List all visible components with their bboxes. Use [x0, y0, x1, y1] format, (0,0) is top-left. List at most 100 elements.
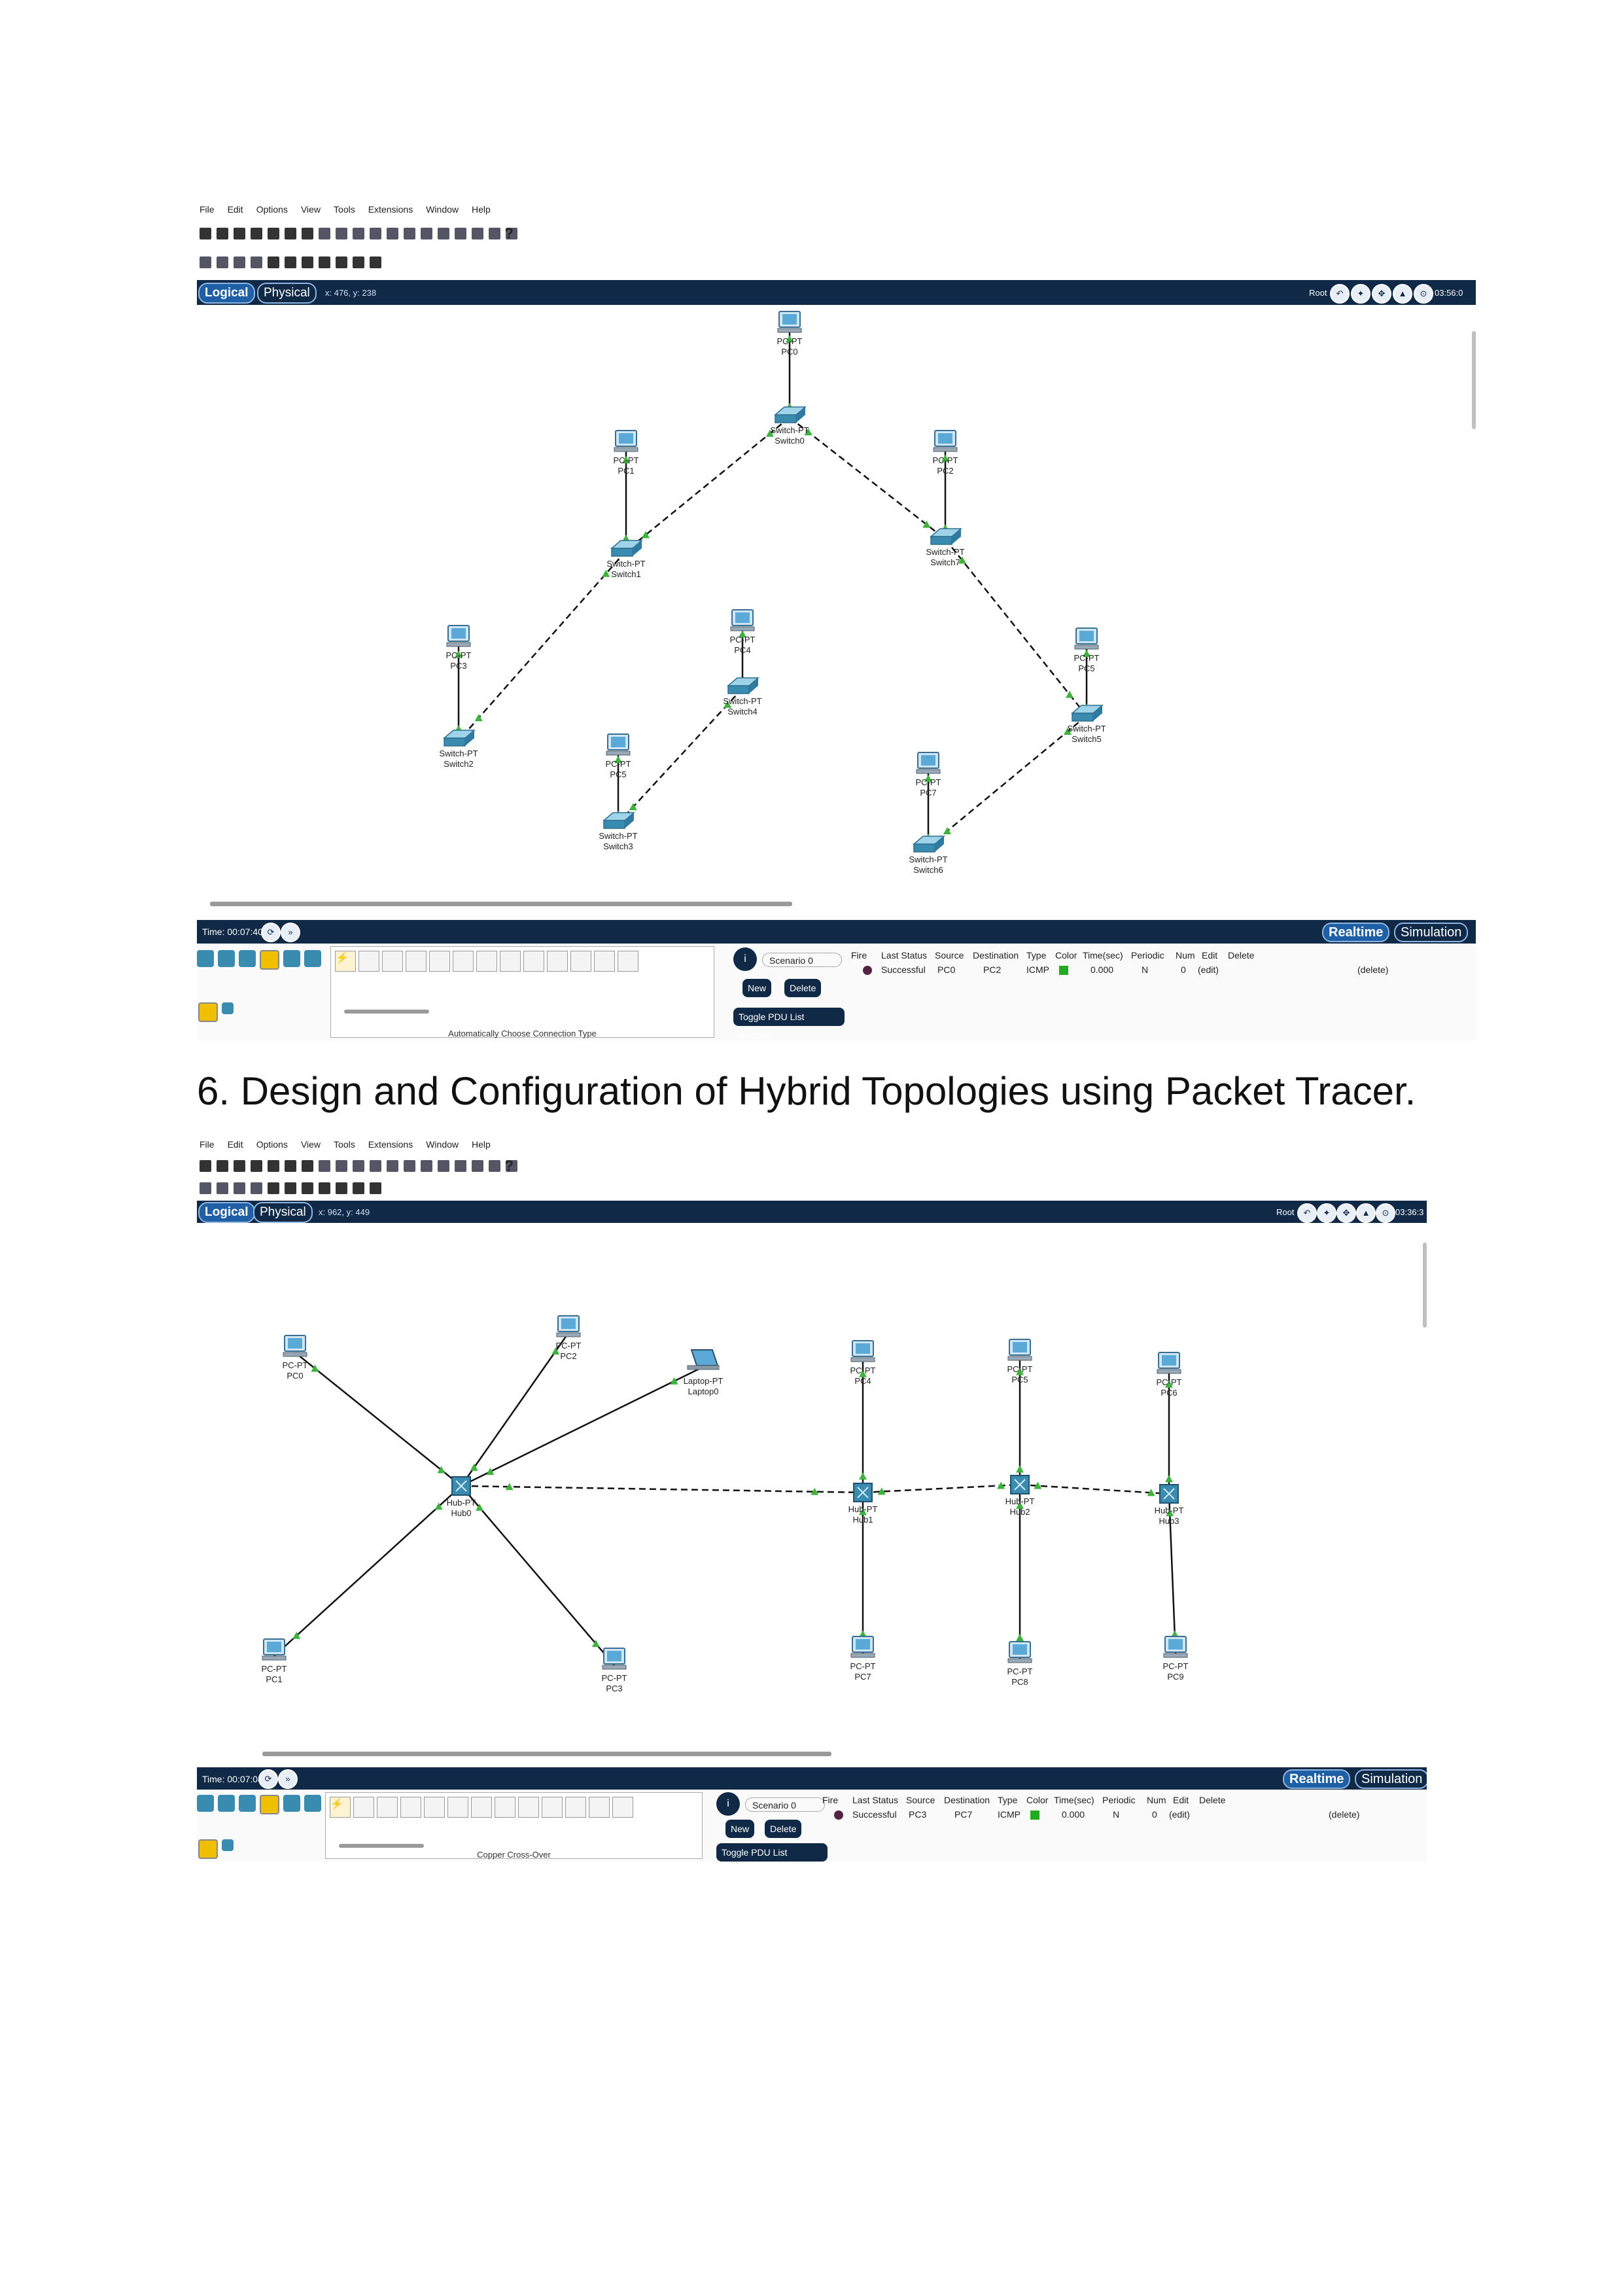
menu-extensions[interactable]: Extensions	[368, 1139, 413, 1150]
simulation-button[interactable]: Simulation	[1355, 1769, 1427, 1789]
end-devices-icon[interactable]	[218, 1795, 235, 1812]
scenario-info-icon[interactable]: i	[716, 1792, 740, 1816]
custom-device-icon[interactable]	[455, 228, 466, 239]
menu-options[interactable]: Options	[256, 1139, 288, 1150]
rectangle-icon[interactable]	[302, 1182, 313, 1194]
viewport-icon[interactable]: ⊙	[1414, 284, 1433, 304]
zoom-in-icon[interactable]	[387, 1160, 398, 1172]
components-icon[interactable]	[239, 950, 256, 967]
resize-icon[interactable]	[251, 256, 262, 268]
print-icon[interactable]	[251, 1160, 262, 1172]
save-icon[interactable]	[234, 1160, 245, 1172]
pdu-icon[interactable]	[472, 228, 483, 239]
set-tiled-background-icon[interactable]: ▲	[1393, 284, 1412, 304]
cross-over-icon[interactable]	[406, 951, 427, 972]
complex-pdu-icon[interactable]	[370, 256, 381, 268]
new-scenario-button[interactable]: New	[742, 979, 772, 997]
simulation-button[interactable]: Simulation	[1394, 923, 1469, 942]
multiuser-icon[interactable]	[304, 950, 321, 967]
menu-file[interactable]: File	[200, 1139, 215, 1150]
grid-sub-icon[interactable]	[222, 1839, 234, 1851]
undo-icon[interactable]	[353, 1160, 364, 1172]
connections-icon[interactable]	[260, 1795, 279, 1814]
end-devices-icon[interactable]	[218, 950, 235, 967]
drawing-palette-icon[interactable]	[438, 228, 449, 239]
print-icon[interactable]	[251, 228, 262, 239]
select-icon[interactable]	[200, 256, 211, 268]
menu-tools[interactable]: Tools	[334, 204, 355, 215]
activity-wizard-icon[interactable]	[268, 228, 279, 239]
paste-icon[interactable]	[336, 228, 347, 239]
network-devices-icon[interactable]	[197, 1795, 214, 1812]
copy-icon[interactable]	[319, 228, 330, 239]
zoom-out-icon[interactable]	[421, 1160, 432, 1172]
user-profile-icon[interactable]	[302, 1160, 313, 1172]
help-button[interactable]: ?	[504, 225, 514, 241]
phone-icon[interactable]	[453, 951, 474, 972]
menu-window[interactable]: Window	[426, 204, 459, 215]
toggle-pdu-list-button[interactable]: Toggle PDU List Window	[716, 1843, 828, 1862]
note-icon[interactable]	[268, 1182, 279, 1194]
rectangle-icon[interactable]	[302, 256, 313, 268]
coaxial-icon[interactable]	[476, 951, 497, 972]
redo-icon[interactable]	[370, 1160, 381, 1172]
pdu-delete[interactable]: (delete)	[1329, 1809, 1360, 1820]
move-object-icon[interactable]: ✥	[1372, 284, 1391, 304]
connection-panel-scrollbar[interactable]	[344, 1010, 429, 1014]
simple-pdu-icon[interactable]	[353, 256, 364, 268]
physical-mode-button[interactable]: Physical	[253, 1202, 313, 1223]
new-cluster-icon[interactable]: ✦	[1351, 284, 1370, 304]
new-file-icon[interactable]	[200, 228, 211, 239]
pdu-edit[interactable]: (edit)	[1198, 964, 1219, 975]
menu-tools[interactable]: Tools	[334, 1139, 355, 1150]
image-icon[interactable]	[506, 1160, 517, 1172]
line-icon[interactable]	[285, 1182, 296, 1194]
activity-wizard-icon[interactable]	[268, 1160, 279, 1172]
realtime-button[interactable]: Realtime	[1283, 1769, 1351, 1789]
serial-dce-icon[interactable]	[500, 951, 521, 972]
set-tiled-background-icon[interactable]: ▲	[1356, 1203, 1376, 1223]
menu-edit[interactable]: Edit	[227, 1139, 243, 1150]
inspect-icon[interactable]	[217, 1182, 228, 1194]
physical-mode-button[interactable]: Physical	[257, 283, 317, 304]
scenario-select[interactable]: Scenario 0	[745, 1797, 825, 1812]
realtime-button[interactable]: Realtime	[1322, 923, 1390, 942]
octal-icon[interactable]	[542, 1797, 563, 1818]
usb-icon[interactable]	[594, 951, 615, 972]
network-devices-icon[interactable]	[197, 950, 214, 967]
delete-tool-icon[interactable]	[234, 256, 245, 268]
fast-forward-icon[interactable]: »	[278, 1769, 298, 1789]
back-icon[interactable]: ↶	[1330, 284, 1350, 304]
serial-dce-icon[interactable]	[495, 1797, 515, 1818]
complex-pdu-icon[interactable]	[370, 1182, 381, 1194]
connections-icon[interactable]	[260, 950, 279, 970]
connections-sub-icon[interactable]	[198, 1839, 218, 1859]
resize-icon[interactable]	[251, 1182, 262, 1194]
open-folder-icon[interactable]	[217, 228, 228, 239]
menu-help[interactable]: Help	[472, 1139, 491, 1150]
menu-help[interactable]: Help	[472, 204, 491, 215]
fast-forward-icon[interactable]: »	[281, 923, 300, 942]
move-object-icon[interactable]: ✥	[1336, 1203, 1356, 1223]
misc-icon[interactable]	[283, 950, 300, 967]
phone-icon[interactable]	[447, 1797, 468, 1818]
custom-device-icon[interactable]	[455, 1160, 466, 1172]
connection-panel-scrollbar[interactable]	[339, 1844, 424, 1848]
save-icon[interactable]	[234, 228, 245, 239]
pdu-icon[interactable]	[472, 1160, 483, 1172]
connections-sub-icon[interactable]	[198, 1002, 218, 1022]
zoom-out-icon[interactable]	[421, 228, 432, 239]
menu-edit[interactable]: Edit	[227, 204, 243, 215]
console-cable-icon[interactable]	[353, 1797, 374, 1818]
freeform-icon[interactable]	[336, 1182, 347, 1194]
help-button[interactable]: ?	[504, 1157, 514, 1174]
multiuser-icon[interactable]	[304, 1795, 321, 1812]
paste-icon[interactable]	[336, 1160, 347, 1172]
menu-window[interactable]: Window	[426, 1139, 459, 1150]
iot-custom-icon[interactable]	[565, 1797, 586, 1818]
fiber-icon[interactable]	[429, 951, 450, 972]
usb-icon[interactable]	[589, 1797, 610, 1818]
new-file-icon[interactable]	[200, 1160, 211, 1172]
